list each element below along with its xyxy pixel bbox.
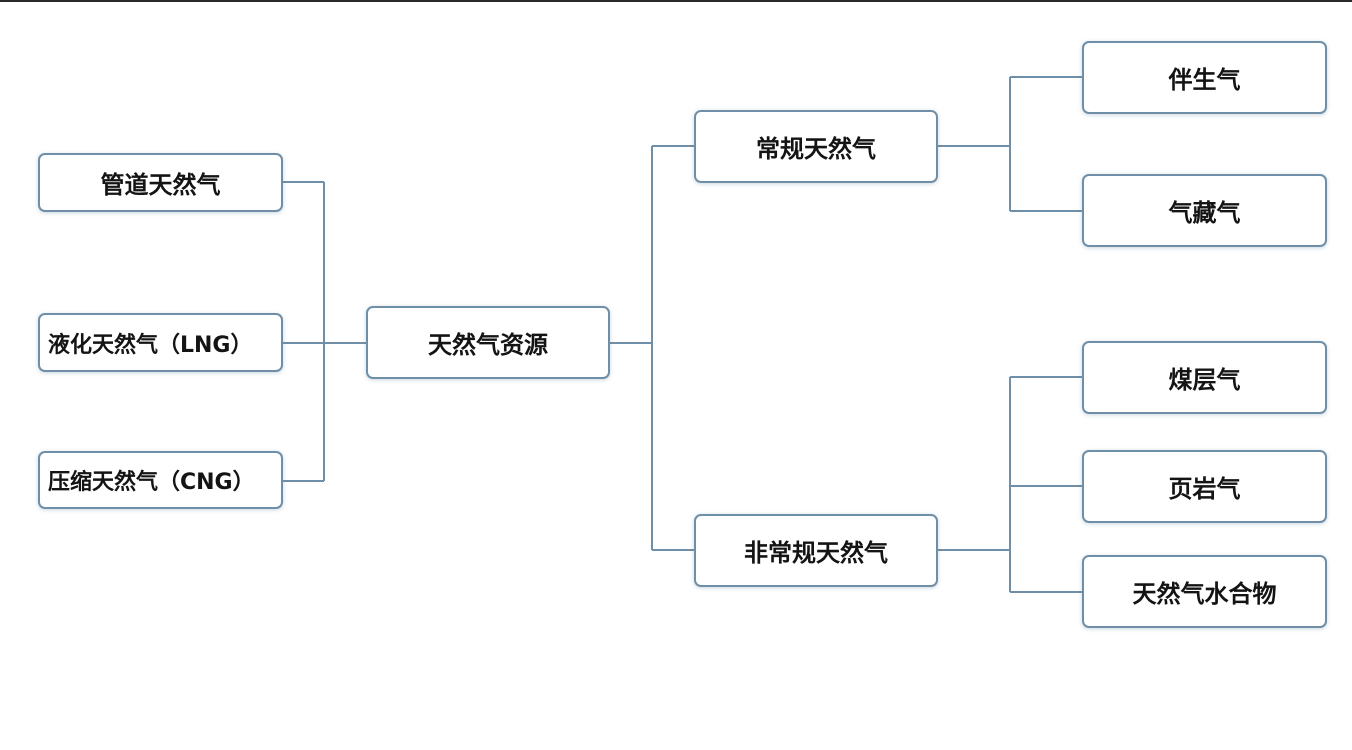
left-node-lng: 液化天然气（LNG） [38,313,283,372]
reservoir-gas-node: 气藏气 [1082,174,1327,247]
shale-gas-node: 页岩气 [1082,450,1327,523]
coalbed-methane-node: 煤层气 [1082,341,1327,414]
root-node: 天然气资源 [366,306,610,379]
left-node-pipeline-gas: 管道天然气 [38,153,283,212]
unconventional-gas-node: 非常规天然气 [694,514,938,587]
associated-gas-node: 伴生气 [1082,41,1327,114]
left-node-cng: 压缩天然气（CNG） [38,451,283,509]
gas-hydrate-node: 天然气水合物 [1082,555,1327,628]
conventional-gas-node: 常规天然气 [694,110,938,183]
top-rule [0,0,1352,2]
